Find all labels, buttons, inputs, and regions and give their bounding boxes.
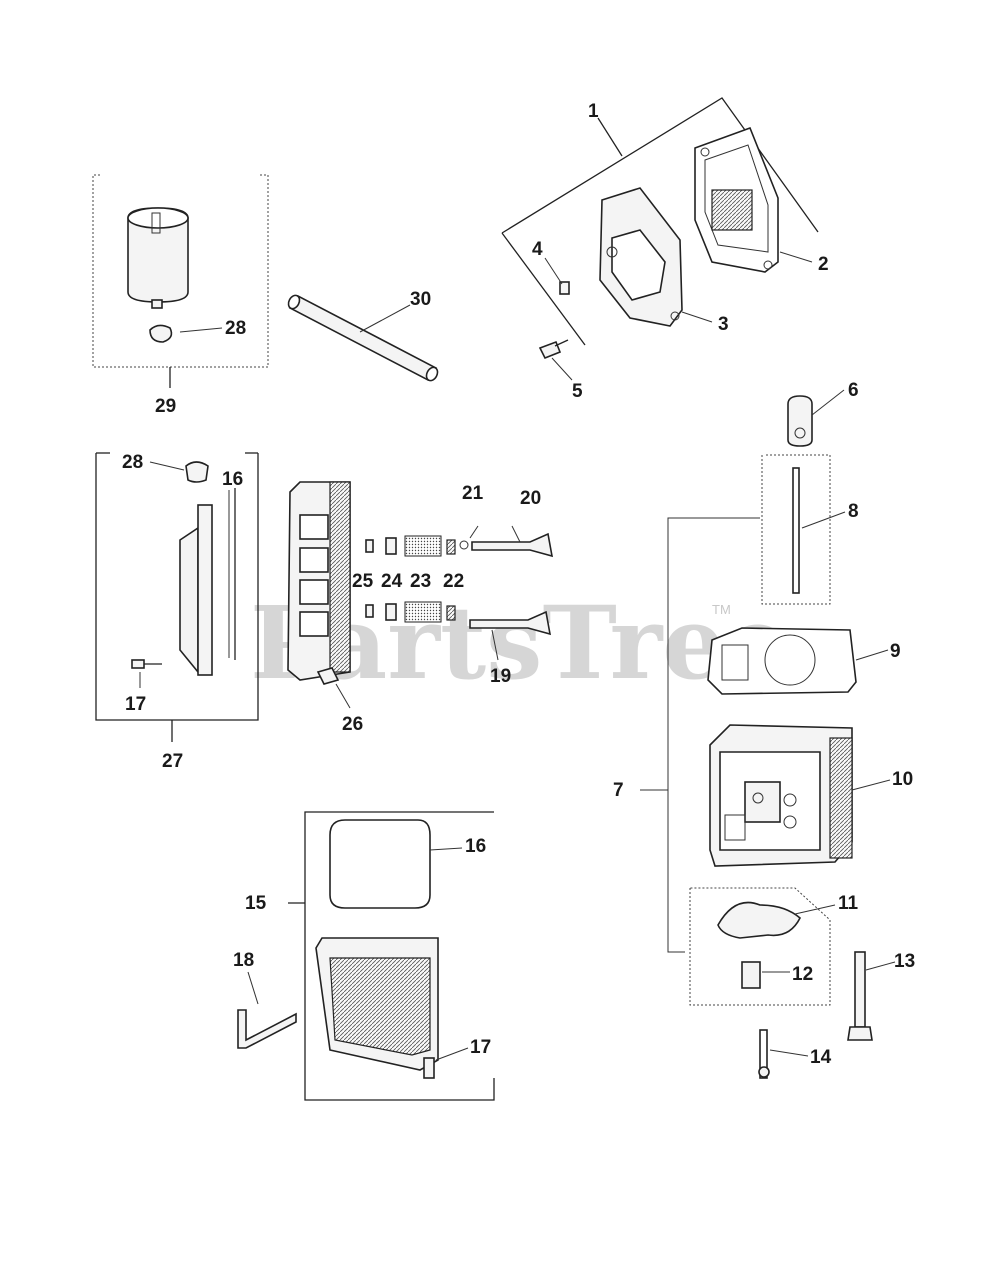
label-3: 3 <box>718 314 729 335</box>
label-8: 8 <box>848 501 859 522</box>
label-29: 29 <box>155 396 176 417</box>
lower-valve-cover-assembly <box>237 811 495 1101</box>
label-26: 26 <box>342 714 363 735</box>
label-4: 4 <box>532 239 543 260</box>
label-23: 23 <box>410 571 431 592</box>
label-14: 14 <box>810 1047 832 1068</box>
label-16-lower: 16 <box>465 836 486 857</box>
label-10: 10 <box>892 769 913 790</box>
label-6: 6 <box>848 380 859 401</box>
label-15: 15 <box>245 893 267 914</box>
label-19: 19 <box>490 666 511 687</box>
label-7: 7 <box>613 780 624 801</box>
label-2: 2 <box>818 254 829 275</box>
label-28-upper: 28 <box>122 452 143 473</box>
label-20: 20 <box>520 488 541 509</box>
label-17-lower: 17 <box>470 1037 491 1058</box>
label-28-lower: 28 <box>225 318 246 339</box>
label-5: 5 <box>572 381 583 402</box>
cylinder-head-assembly <box>640 389 896 1079</box>
breather-cover-assembly <box>95 452 259 742</box>
label-21: 21 <box>462 483 484 504</box>
label-16-upper: 16 <box>222 469 243 490</box>
label-13: 13 <box>894 951 915 972</box>
breather-assembly <box>92 174 269 388</box>
label-18: 18 <box>233 950 254 971</box>
label-12: 12 <box>792 964 813 985</box>
part-30-tube <box>287 294 439 382</box>
watermark-tm: TM <box>712 602 731 617</box>
label-25: 25 <box>352 571 374 592</box>
label-30: 30 <box>410 289 431 310</box>
label-11: 11 <box>838 893 859 914</box>
part-labels: 1 2 3 4 5 6 7 8 9 10 11 12 13 14 15 16 1… <box>122 101 915 1068</box>
label-9: 9 <box>890 641 901 662</box>
label-24: 24 <box>381 571 403 592</box>
label-27: 27 <box>162 751 183 772</box>
label-17-upper: 17 <box>125 694 146 715</box>
cylinder-head-side <box>287 481 554 709</box>
valve-cover-assembly <box>501 97 819 381</box>
label-22: 22 <box>443 571 464 592</box>
label-1: 1 <box>588 101 599 122</box>
